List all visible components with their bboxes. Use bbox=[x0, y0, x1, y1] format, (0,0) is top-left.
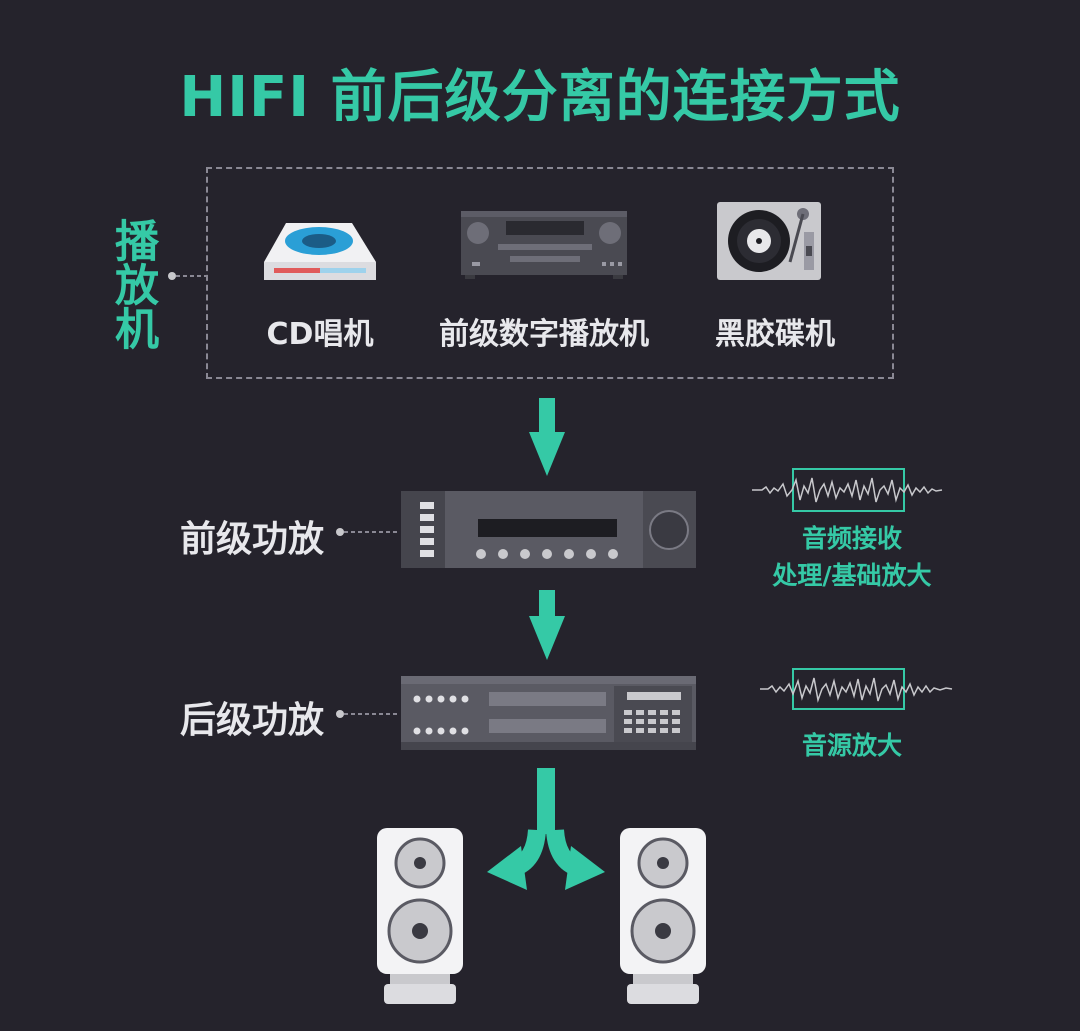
flow-arrow-1 bbox=[529, 398, 565, 476]
split-arrow bbox=[487, 768, 605, 890]
speaker-icon bbox=[377, 828, 463, 1004]
digital-player-icon bbox=[461, 211, 627, 279]
speaker-icon bbox=[620, 828, 706, 1004]
source-label-digital: 前级数字播放机 bbox=[439, 317, 649, 352]
waveform-icon bbox=[760, 668, 953, 710]
power-amp-feature: 音源放大 bbox=[752, 727, 952, 764]
preamp-feature-line-1: 音频接收 bbox=[801, 524, 902, 553]
preamp-connector bbox=[336, 528, 397, 536]
power-amp-feature-line-1: 音源放大 bbox=[801, 731, 902, 760]
preamp-label: 前级功放 bbox=[180, 519, 325, 560]
power-amp-label: 后级功放 bbox=[180, 700, 325, 741]
preamp-icon bbox=[401, 491, 696, 568]
waveform-icon bbox=[752, 468, 943, 512]
power-amp-connector bbox=[336, 710, 397, 718]
source-group-box bbox=[206, 167, 894, 379]
preamp-feature: 音频接收 处理/基础放大 bbox=[752, 520, 952, 594]
turntable-icon bbox=[717, 202, 821, 280]
power-amp-icon bbox=[401, 676, 696, 750]
preamp-feature-line-2: 处理/基础放大 bbox=[772, 561, 932, 590]
diagram-title: HIFI 前后级分离的连接方式 bbox=[179, 65, 901, 130]
source-label-cd: CD唱机 bbox=[266, 317, 374, 352]
flow-arrow-2 bbox=[529, 590, 565, 660]
source-connector bbox=[168, 272, 206, 280]
cd-player-icon bbox=[264, 223, 376, 280]
source-label-vinyl: 黑胶碟机 bbox=[715, 317, 835, 352]
source-group-label: 播放机 bbox=[107, 217, 158, 350]
